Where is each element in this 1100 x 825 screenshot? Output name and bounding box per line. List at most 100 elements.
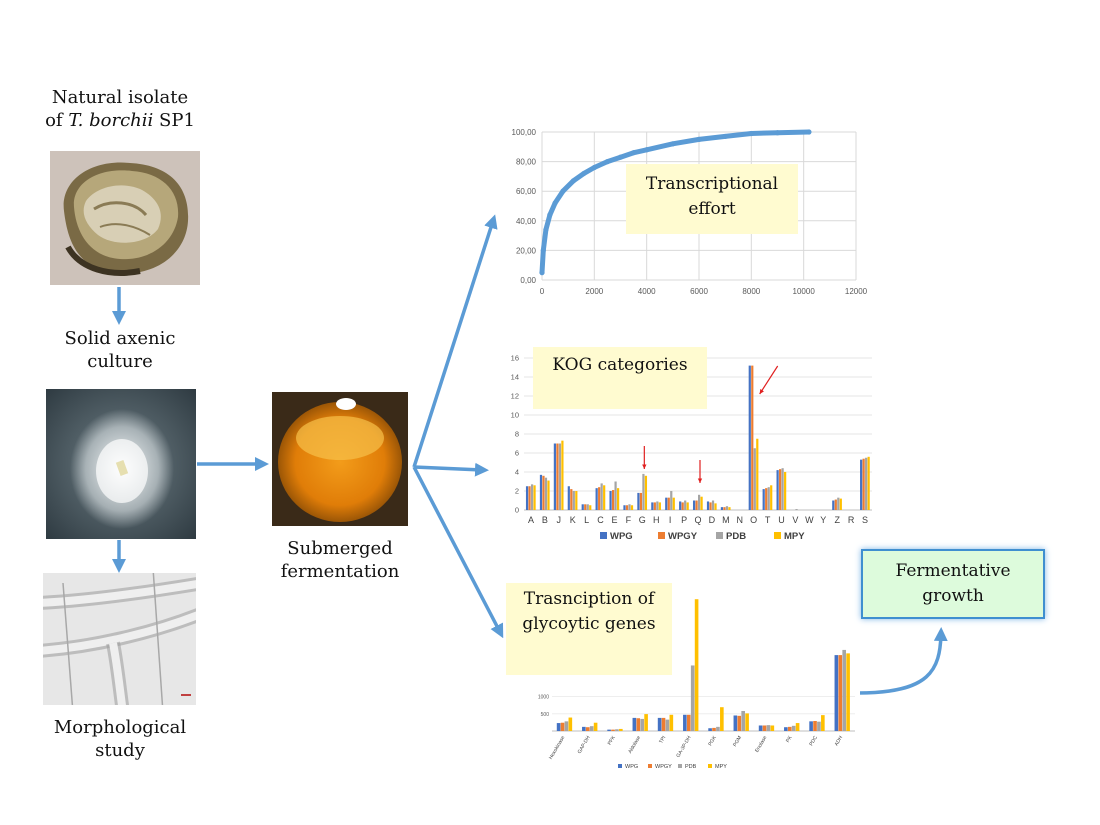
category-label: K bbox=[570, 515, 576, 525]
bar-mpy bbox=[589, 505, 592, 510]
bar-mpy bbox=[700, 496, 703, 510]
x-tick-label: 4000 bbox=[638, 287, 656, 296]
category-label: PFK bbox=[607, 734, 617, 746]
bar-wpgy bbox=[625, 505, 629, 510]
bar-wpgy bbox=[862, 458, 865, 510]
bar-mpy bbox=[619, 728, 623, 731]
category-label: Aldolase bbox=[627, 735, 642, 755]
bar-wpgy bbox=[661, 717, 666, 731]
data-point bbox=[604, 159, 611, 165]
highlight-arrowhead bbox=[697, 478, 703, 483]
legend-entry: PDB bbox=[726, 531, 746, 542]
data-point bbox=[806, 129, 812, 135]
bar-wpg bbox=[748, 365, 751, 510]
category-label: R bbox=[848, 515, 855, 525]
bar-wpg bbox=[776, 470, 779, 510]
category-label: G bbox=[639, 515, 646, 525]
category-label: PGK bbox=[707, 734, 718, 747]
bar-pdb bbox=[589, 726, 594, 731]
bar-mpy bbox=[669, 714, 674, 731]
bar-pdb bbox=[665, 719, 670, 731]
bar-pdb bbox=[656, 501, 659, 510]
category-label: TPI bbox=[658, 735, 667, 745]
category-label: PDC bbox=[808, 735, 819, 747]
bar-mpy bbox=[714, 503, 717, 510]
bar-wpg bbox=[706, 501, 710, 510]
legend-swatch bbox=[658, 532, 665, 539]
y-tick-label: 500 bbox=[541, 712, 550, 718]
category-label: PK bbox=[785, 734, 794, 743]
legend-swatch bbox=[708, 764, 712, 768]
solid-culture-caption: Solid axenic culture bbox=[64, 328, 176, 372]
legend-swatch bbox=[618, 764, 622, 768]
bar-wpg bbox=[595, 488, 598, 510]
bar-mpy bbox=[672, 497, 675, 510]
category-label: H bbox=[653, 515, 660, 525]
bar-mpy bbox=[720, 707, 724, 731]
category-label: S bbox=[862, 515, 868, 525]
y-tick-label: 10 bbox=[511, 411, 519, 420]
bar-wpgy bbox=[560, 722, 565, 731]
bar-mpy bbox=[568, 717, 573, 731]
bar-pdb bbox=[753, 448, 756, 510]
bar-wpgy bbox=[834, 499, 837, 510]
bar-pdb bbox=[865, 457, 868, 510]
data-point bbox=[670, 141, 676, 147]
y-tick-label: 16 bbox=[511, 354, 519, 363]
category-label: GAP-DH bbox=[577, 735, 592, 755]
data-point bbox=[543, 227, 549, 233]
category-label: Q bbox=[694, 515, 701, 525]
species-name: T. borchii bbox=[68, 110, 154, 131]
x-tick-label: 12000 bbox=[845, 287, 868, 296]
transcriptional-effort-callout: Transcriptional effort bbox=[626, 164, 798, 234]
bar-pdb bbox=[817, 721, 821, 731]
x-tick-label: 10000 bbox=[793, 287, 816, 296]
isolate-caption: Natural isolate of T. borchii SP1 bbox=[30, 86, 210, 132]
category-label: J bbox=[557, 515, 562, 525]
bar-pdb bbox=[670, 491, 673, 510]
bar-wpgy bbox=[838, 655, 843, 731]
bar-pdb bbox=[767, 487, 770, 510]
y-tick-label: 60,00 bbox=[516, 187, 537, 196]
x-tick-label: 8000 bbox=[742, 287, 760, 296]
bar-mpy bbox=[745, 713, 749, 731]
glycolytic-genes-callout: Trasnciption of glycoytic genes bbox=[506, 583, 672, 675]
bar-pdb bbox=[544, 477, 548, 510]
category-label: A bbox=[528, 515, 534, 525]
bar-pdb bbox=[690, 665, 695, 731]
category-label: N bbox=[737, 515, 744, 525]
y-tick-label: 0 bbox=[515, 506, 519, 515]
bar-wpgy bbox=[681, 502, 684, 510]
legend-entry: MPY bbox=[715, 764, 727, 770]
bar-mpy bbox=[547, 480, 550, 510]
x-tick-label: 2000 bbox=[585, 287, 603, 296]
y-tick-label: 40,00 bbox=[516, 217, 537, 226]
bar-mpy bbox=[575, 491, 578, 510]
y-tick-label: 20,00 bbox=[516, 246, 537, 255]
isolate-caption-line1: Natural isolate bbox=[51, 87, 189, 108]
bar-wpg bbox=[692, 500, 696, 510]
bar-wpgy bbox=[639, 492, 643, 510]
bar-pdb bbox=[564, 721, 569, 731]
bar-wpg bbox=[539, 474, 543, 510]
legend-swatch bbox=[678, 764, 682, 768]
bar-pdb bbox=[642, 473, 645, 510]
bar-pdb bbox=[572, 491, 575, 510]
data-point bbox=[644, 147, 650, 153]
bar-wpg bbox=[832, 500, 835, 510]
category-label: O bbox=[750, 515, 757, 525]
y-tick-label: 4 bbox=[515, 468, 519, 477]
bar-wpgy bbox=[611, 729, 615, 731]
bar-wpgy bbox=[667, 497, 670, 510]
legend-entry: WPGY bbox=[655, 764, 672, 770]
bar-wpgy bbox=[787, 726, 792, 731]
bar-mpy bbox=[630, 505, 634, 510]
bar-wpgy bbox=[751, 365, 754, 510]
bar-wpgy bbox=[528, 486, 531, 510]
bar-wpg bbox=[784, 727, 788, 731]
bar-wpg bbox=[860, 459, 863, 510]
bar-mpy bbox=[533, 485, 536, 510]
